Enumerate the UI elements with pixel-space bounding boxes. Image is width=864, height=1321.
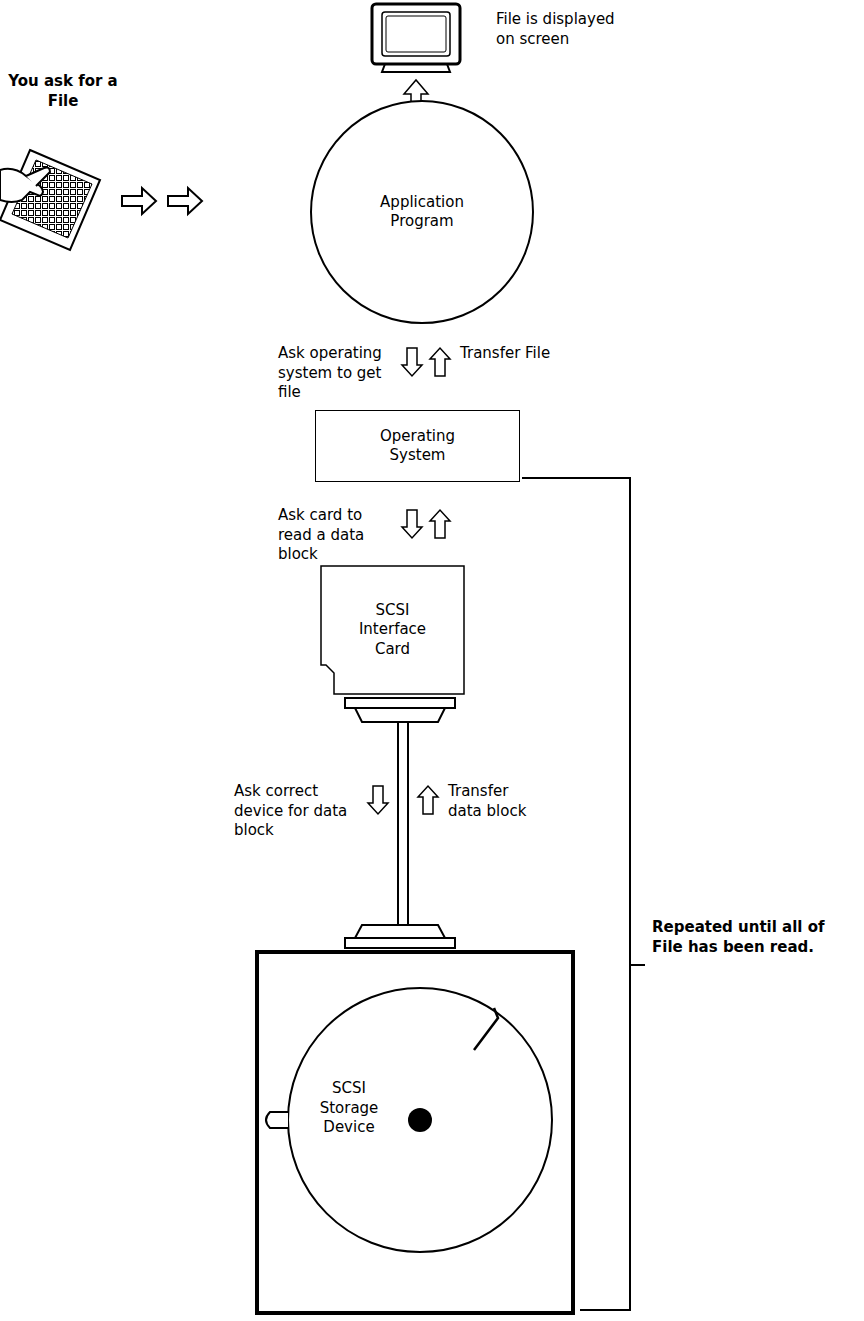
system-box: Operating System [315, 410, 520, 482]
node-label: SCSI Interface Card [348, 601, 438, 660]
text-group: Operating System [358, 427, 478, 466]
text-group: SCSI Storage Device [309, 1079, 389, 1138]
arrow-shape [368, 786, 388, 814]
keyboard-icon [0, 150, 100, 250]
result-note: File is displayed on screen [496, 10, 621, 49]
edge-label: Ask card to read a data block [278, 506, 396, 565]
block-arrow [430, 348, 450, 376]
storage-device: SCSI Storage Device [255, 950, 575, 1315]
arrow-shape [402, 510, 422, 538]
arrow-shape [430, 510, 450, 538]
interface-card: SCSI Interface Card [320, 565, 465, 695]
monitor-icon [372, 4, 460, 72]
arrow-shape [418, 786, 438, 814]
block-arrow [368, 786, 388, 814]
program-circle: Application Program [310, 100, 534, 324]
edge-label: Ask correct device for data block [234, 782, 362, 841]
block-arrow [122, 188, 156, 214]
repeat-note: Repeated until all of File has been read… [652, 918, 857, 957]
text-group: SCSI Interface Card [348, 601, 438, 660]
scsi-cable [345, 698, 455, 948]
node-label: SCSI Storage Device [309, 1079, 389, 1138]
block-arrow [418, 786, 438, 814]
disk-platter [266, 988, 552, 1252]
block-arrow [402, 348, 422, 376]
block-arrow [430, 510, 450, 538]
arrow-shape [402, 348, 422, 376]
arrow-shape [430, 348, 450, 376]
node-label: Operating System [358, 427, 478, 466]
edge-label: Ask operating system to get file [278, 344, 396, 403]
bracket [522, 478, 645, 1310]
text-group: Application Program [362, 193, 482, 232]
node-label: Application Program [362, 193, 482, 232]
edge-label: Transfer File [460, 344, 570, 364]
block-arrow [402, 510, 422, 538]
edge-label: Transfer data block [448, 782, 538, 821]
block-arrow [168, 188, 202, 214]
user-action: You ask for a File [8, 72, 118, 111]
